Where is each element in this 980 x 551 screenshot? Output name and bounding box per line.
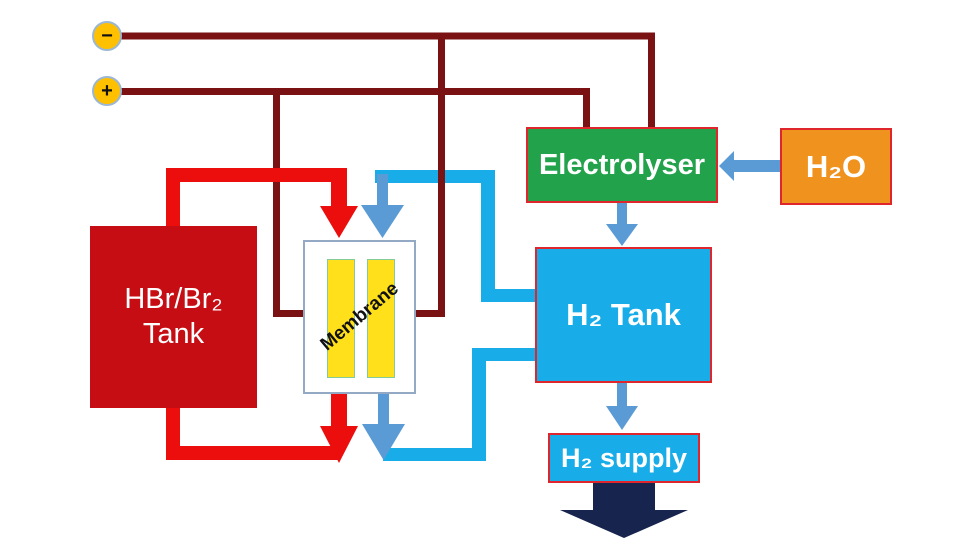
supply-output-arrow [560, 483, 688, 538]
negative-terminal-wire [120, 32, 655, 128]
electrode-wire-right [416, 33, 445, 317]
h2-arrow-out-of-membrane [362, 394, 405, 460]
electrolyser-label: Electrolyser [538, 148, 706, 181]
h2o-box: H₂O [780, 128, 892, 205]
negative-terminal: − [92, 21, 122, 51]
h2-pipe-tank-to-membrane-top [375, 170, 537, 302]
membrane-electrode-left [327, 259, 355, 378]
positive-terminal-label: + [101, 80, 113, 102]
h2-supply-label: H₂ supply [560, 442, 687, 473]
positive-terminal: + [92, 76, 122, 106]
h2-arrow-into-membrane [361, 174, 404, 238]
hbr-pipe-membrane-bottom-to-tank [166, 394, 358, 463]
electrolyser-box: Electrolyser [526, 127, 718, 203]
hbr-br2-tank-label-line1: HBr/Br₂ [124, 282, 223, 315]
membrane-cell-box: Membrane [303, 240, 416, 394]
h2-supply-box: H₂ supply [548, 433, 700, 483]
electrode-wire-left [273, 88, 304, 317]
h2o-label: H₂O [805, 148, 867, 184]
membrane-electrode-right [367, 259, 395, 378]
hbr-br2-tank-label: HBr/Br₂ Tank [124, 282, 222, 353]
h2o-to-electrolyser-arrow [719, 151, 780, 181]
negative-terminal-label: − [101, 25, 113, 47]
positive-terminal-wire [120, 88, 590, 127]
hbr-br2-tank-box: HBr/Br₂ Tank [90, 226, 257, 408]
h2-tank-box: H₂ Tank [535, 247, 712, 383]
h2-pipe-membrane-bottom-to-tank [383, 348, 537, 461]
hbr-pipe-tank-to-membrane-top [166, 168, 358, 238]
hbr-br2-tank-label-line2: Tank [142, 318, 205, 350]
h2-tank-label: H₂ Tank [566, 297, 681, 332]
electrolyser-to-tank-arrow [606, 203, 638, 246]
tank-to-supply-arrow [606, 383, 638, 430]
